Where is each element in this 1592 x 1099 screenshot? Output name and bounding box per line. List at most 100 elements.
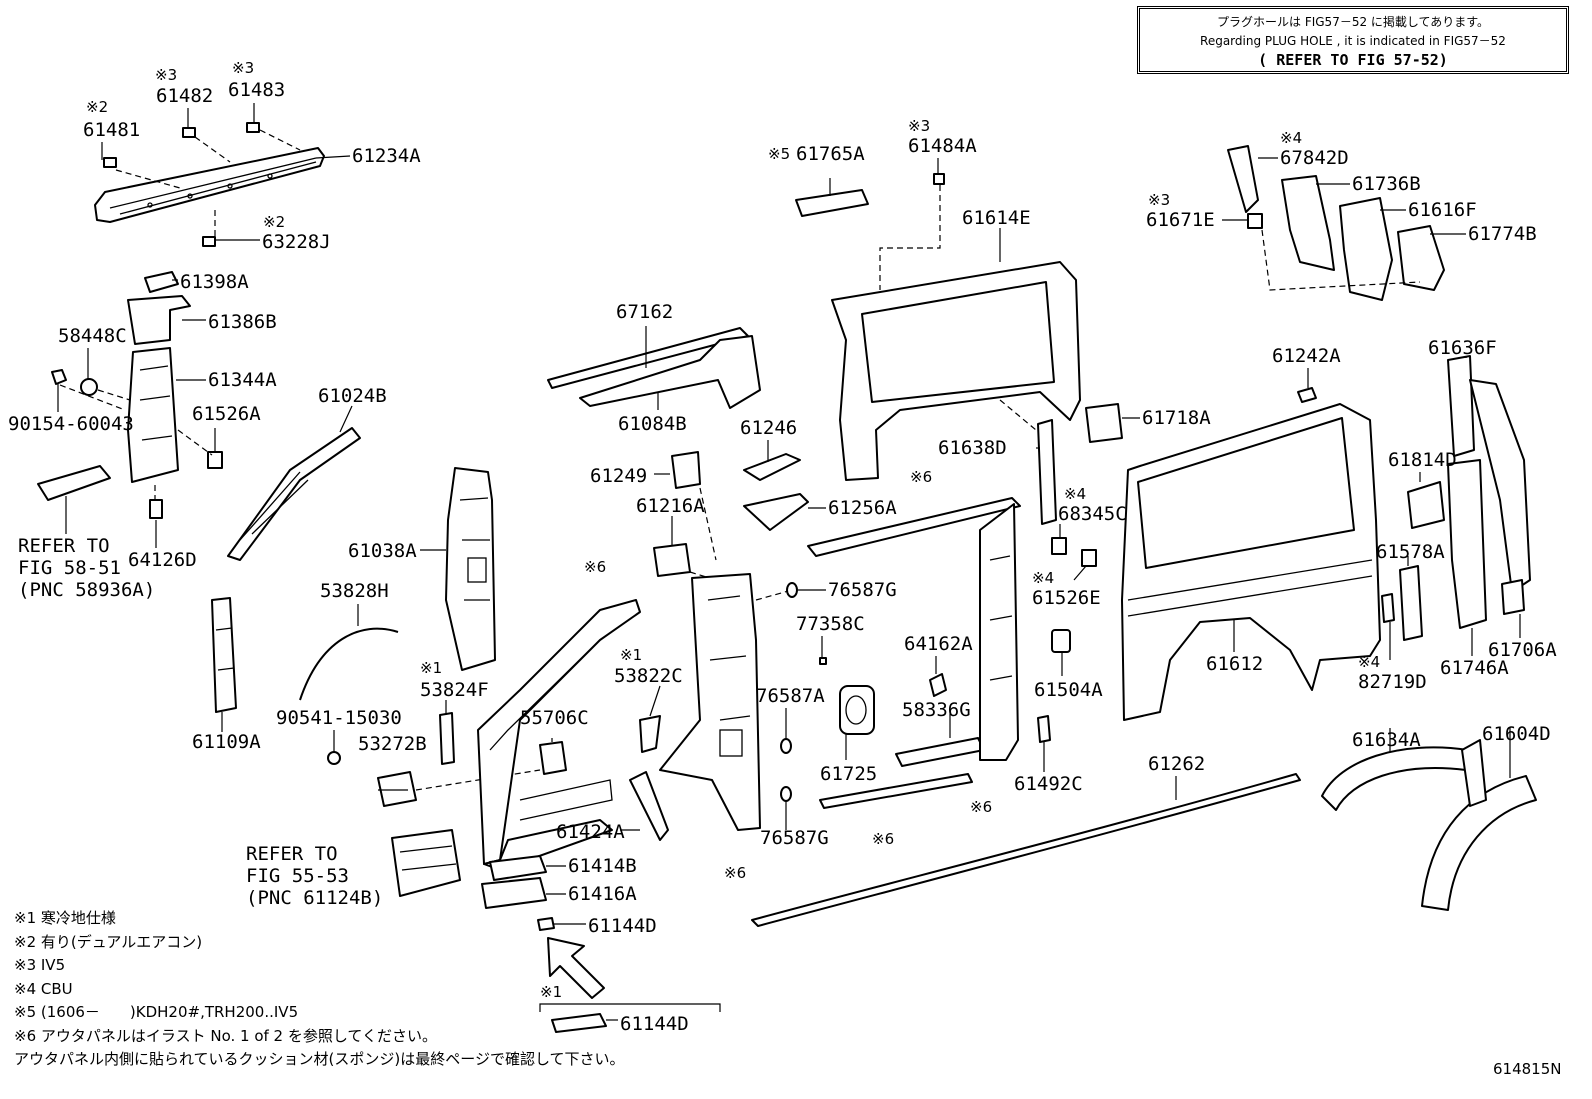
middle-roof-rail-part <box>807 497 1021 557</box>
clip-61484A <box>933 173 945 185</box>
label-61725: 61725 <box>820 763 877 785</box>
clip-part <box>537 917 555 931</box>
refer-55-53-line1: REFER TO <box>246 843 338 865</box>
refer-58-51-line1: REFER TO <box>18 535 110 557</box>
center-pillar-upper-part <box>547 327 809 577</box>
b-pillar-inner-part <box>445 467 496 671</box>
label-58448C: 58448C <box>58 325 127 347</box>
label-61578A: 61578A <box>1376 541 1445 563</box>
refer-58-51-line3: (PNC 58936A) <box>18 579 155 601</box>
label-61256A: 61256A <box>828 497 897 519</box>
center-pillar-part <box>659 573 761 831</box>
label-63228J: 63228J <box>262 231 331 253</box>
label-61718A: 61718A <box>1142 407 1211 429</box>
mark-68345C: ※4 <box>1064 485 1086 503</box>
label-61144D-b: 61144D <box>620 1013 689 1035</box>
mark-6-top-left: ※6 <box>584 558 606 576</box>
footnote-7: アウタパネル内側に貼られているクッション材(スポンジ)は最終ページで確認して下さ… <box>14 1050 625 1068</box>
label-67842D: 67842D <box>1280 147 1349 169</box>
mark-53822C: ※1 <box>620 646 642 664</box>
label-90154-60043: 90154-60043 <box>8 413 134 435</box>
refer-55-53-line2: FIG 55-53 <box>246 865 349 887</box>
label-61483: 61483 <box>228 79 285 101</box>
mark-61483: ※3 <box>232 59 254 77</box>
wheelhouse-outer-part <box>1321 746 1469 811</box>
mark-61144D-b: ※1 <box>540 983 562 1001</box>
footnote-6: ※6 アウタパネルはイラスト No. 1 of 2 を参照してください。 <box>14 1026 437 1045</box>
label-61386B: 61386B <box>208 311 277 333</box>
label-61084B: 61084B <box>618 413 687 435</box>
long-moulding-part <box>751 773 1301 927</box>
label-61736B: 61736B <box>1352 173 1421 195</box>
grommet-76587A <box>780 738 792 754</box>
mark-61484A: ※3 <box>908 117 930 135</box>
pillar-reinforcement-part <box>211 597 237 713</box>
label-61416A: 61416A <box>568 883 637 905</box>
label-64126D: 64126D <box>128 549 197 571</box>
footnote-3: ※3 IV5 <box>14 956 66 974</box>
label-61484A: 61484A <box>908 135 977 157</box>
label-61634A: 61634A <box>1352 729 1421 751</box>
label-61249: 61249 <box>590 465 647 487</box>
label-61144D-a: 61144D <box>588 915 657 937</box>
rear-corner-parts <box>1227 145 1445 301</box>
label-61234A: 61234A <box>352 145 421 167</box>
mark-53824F: ※1 <box>420 659 442 677</box>
reinforcement-61638D <box>1037 419 1057 525</box>
label-61344A: 61344A <box>208 369 277 391</box>
roof-clips-part <box>103 122 260 247</box>
label-61414B: 61414B <box>568 855 637 877</box>
mark-67842D: ※4 <box>1280 129 1302 147</box>
direction-arrow <box>547 937 605 999</box>
label-61504A: 61504A <box>1034 679 1103 701</box>
label-53824F: 53824F <box>420 679 489 701</box>
label-61481: 61481 <box>83 119 140 141</box>
label-53822C: 53822C <box>614 665 683 687</box>
grommet-76587G-a <box>786 582 798 598</box>
garnish-58336G <box>895 737 985 767</box>
label-61216A: 61216A <box>636 495 705 517</box>
label-76587G-b: 76587G <box>760 827 829 849</box>
label-61765A: 61765A <box>796 143 865 165</box>
label-82719D: 82719D <box>1358 671 1427 693</box>
label-67162: 67162 <box>616 301 673 323</box>
label-61262: 61262 <box>1148 753 1205 775</box>
refer-55-53-line3: (PNC 61124B) <box>246 887 383 909</box>
mark-82719D: ※4 <box>1358 653 1380 671</box>
plug-77358C <box>819 657 827 665</box>
label-64162A: 64162A <box>904 633 973 655</box>
label-61242A: 61242A <box>1272 345 1341 367</box>
mark-6-top-mid: ※6 <box>910 468 932 486</box>
label-76587G-a: 76587G <box>828 579 897 601</box>
label-53272B: 53272B <box>358 733 427 755</box>
label-68345C: 68345C <box>1058 503 1127 525</box>
part-labels: ※2 61481 ※3 61482 ※3 61483 61234A ※2 632… <box>8 59 1557 1035</box>
rocker-strip-low <box>819 773 973 809</box>
label-61024B: 61024B <box>318 385 387 407</box>
label-61424A: 61424A <box>556 821 625 843</box>
plate-61526E <box>1081 549 1097 567</box>
label-53828H: 53828H <box>320 580 389 602</box>
footnote-4: ※4 CBU <box>14 979 73 998</box>
fuel-lid-part <box>839 685 875 735</box>
label-61614E: 61614E <box>962 207 1031 229</box>
label-61814D: 61814D <box>1388 449 1457 471</box>
mark-61526E: ※4 <box>1032 569 1054 587</box>
bracket-61492C <box>1037 715 1051 743</box>
label-61616F: 61616F <box>1408 199 1477 221</box>
label-58336G: 58336G <box>902 699 971 721</box>
footnotes: ※1 寒冷地仕様 ※2 有り(デュアルエアコン) ※3 IV5 ※4 CBU ※… <box>14 907 625 1072</box>
mark-61765A: ※5 <box>768 145 790 163</box>
footnote-2: ※2 有り(デュアルエアコン) <box>14 932 203 951</box>
roof-side-rail-part <box>94 147 325 223</box>
leader-lines <box>57 103 1521 1021</box>
footnote-1: ※1 寒冷地仕様 <box>14 909 116 927</box>
label-61526A: 61526A <box>192 403 261 425</box>
bracket-61242A <box>1297 387 1317 403</box>
weatherstrip-arc <box>299 627 399 701</box>
label-61109A: 61109A <box>192 731 261 753</box>
mark-61482: ※3 <box>155 66 177 84</box>
label-61774B: 61774B <box>1468 223 1537 245</box>
lower-bracket-part <box>551 1013 607 1033</box>
